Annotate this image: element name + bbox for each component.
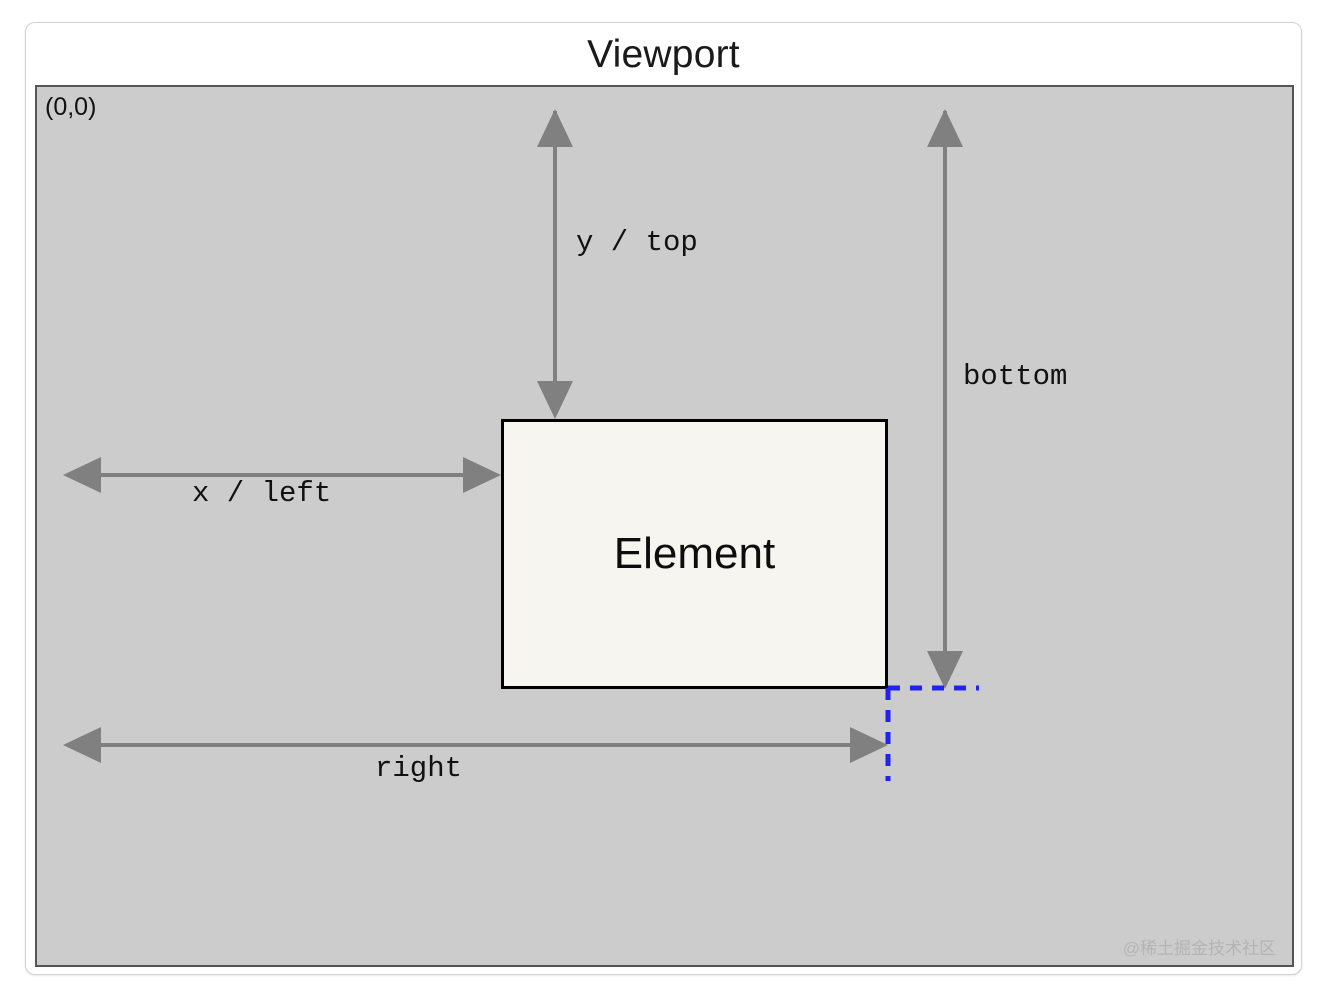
origin-coordinate-label: (0,0) (45, 93, 97, 121)
arrow-y-top (537, 109, 573, 419)
watermark: @稀土掘金技术社区 (1122, 939, 1276, 958)
page-title: Viewport (587, 32, 740, 76)
dashed-guide-lines (885, 685, 979, 781)
element-box-label: Element (613, 529, 776, 578)
viewport-window-card: Viewport (0,0) Element (25, 22, 1302, 975)
measure-label-bottom: bottom (963, 360, 1068, 393)
element-box: Element (501, 419, 888, 689)
measure-label-right: right (375, 752, 463, 785)
arrow-bottom (927, 109, 963, 689)
viewport-area: (0,0) Element (35, 85, 1294, 967)
window-title-bar: Viewport (26, 23, 1301, 85)
arrow-right (63, 727, 888, 763)
measure-label-y-top: y / top (576, 226, 698, 259)
measure-label-x-left: x / left (192, 477, 332, 510)
